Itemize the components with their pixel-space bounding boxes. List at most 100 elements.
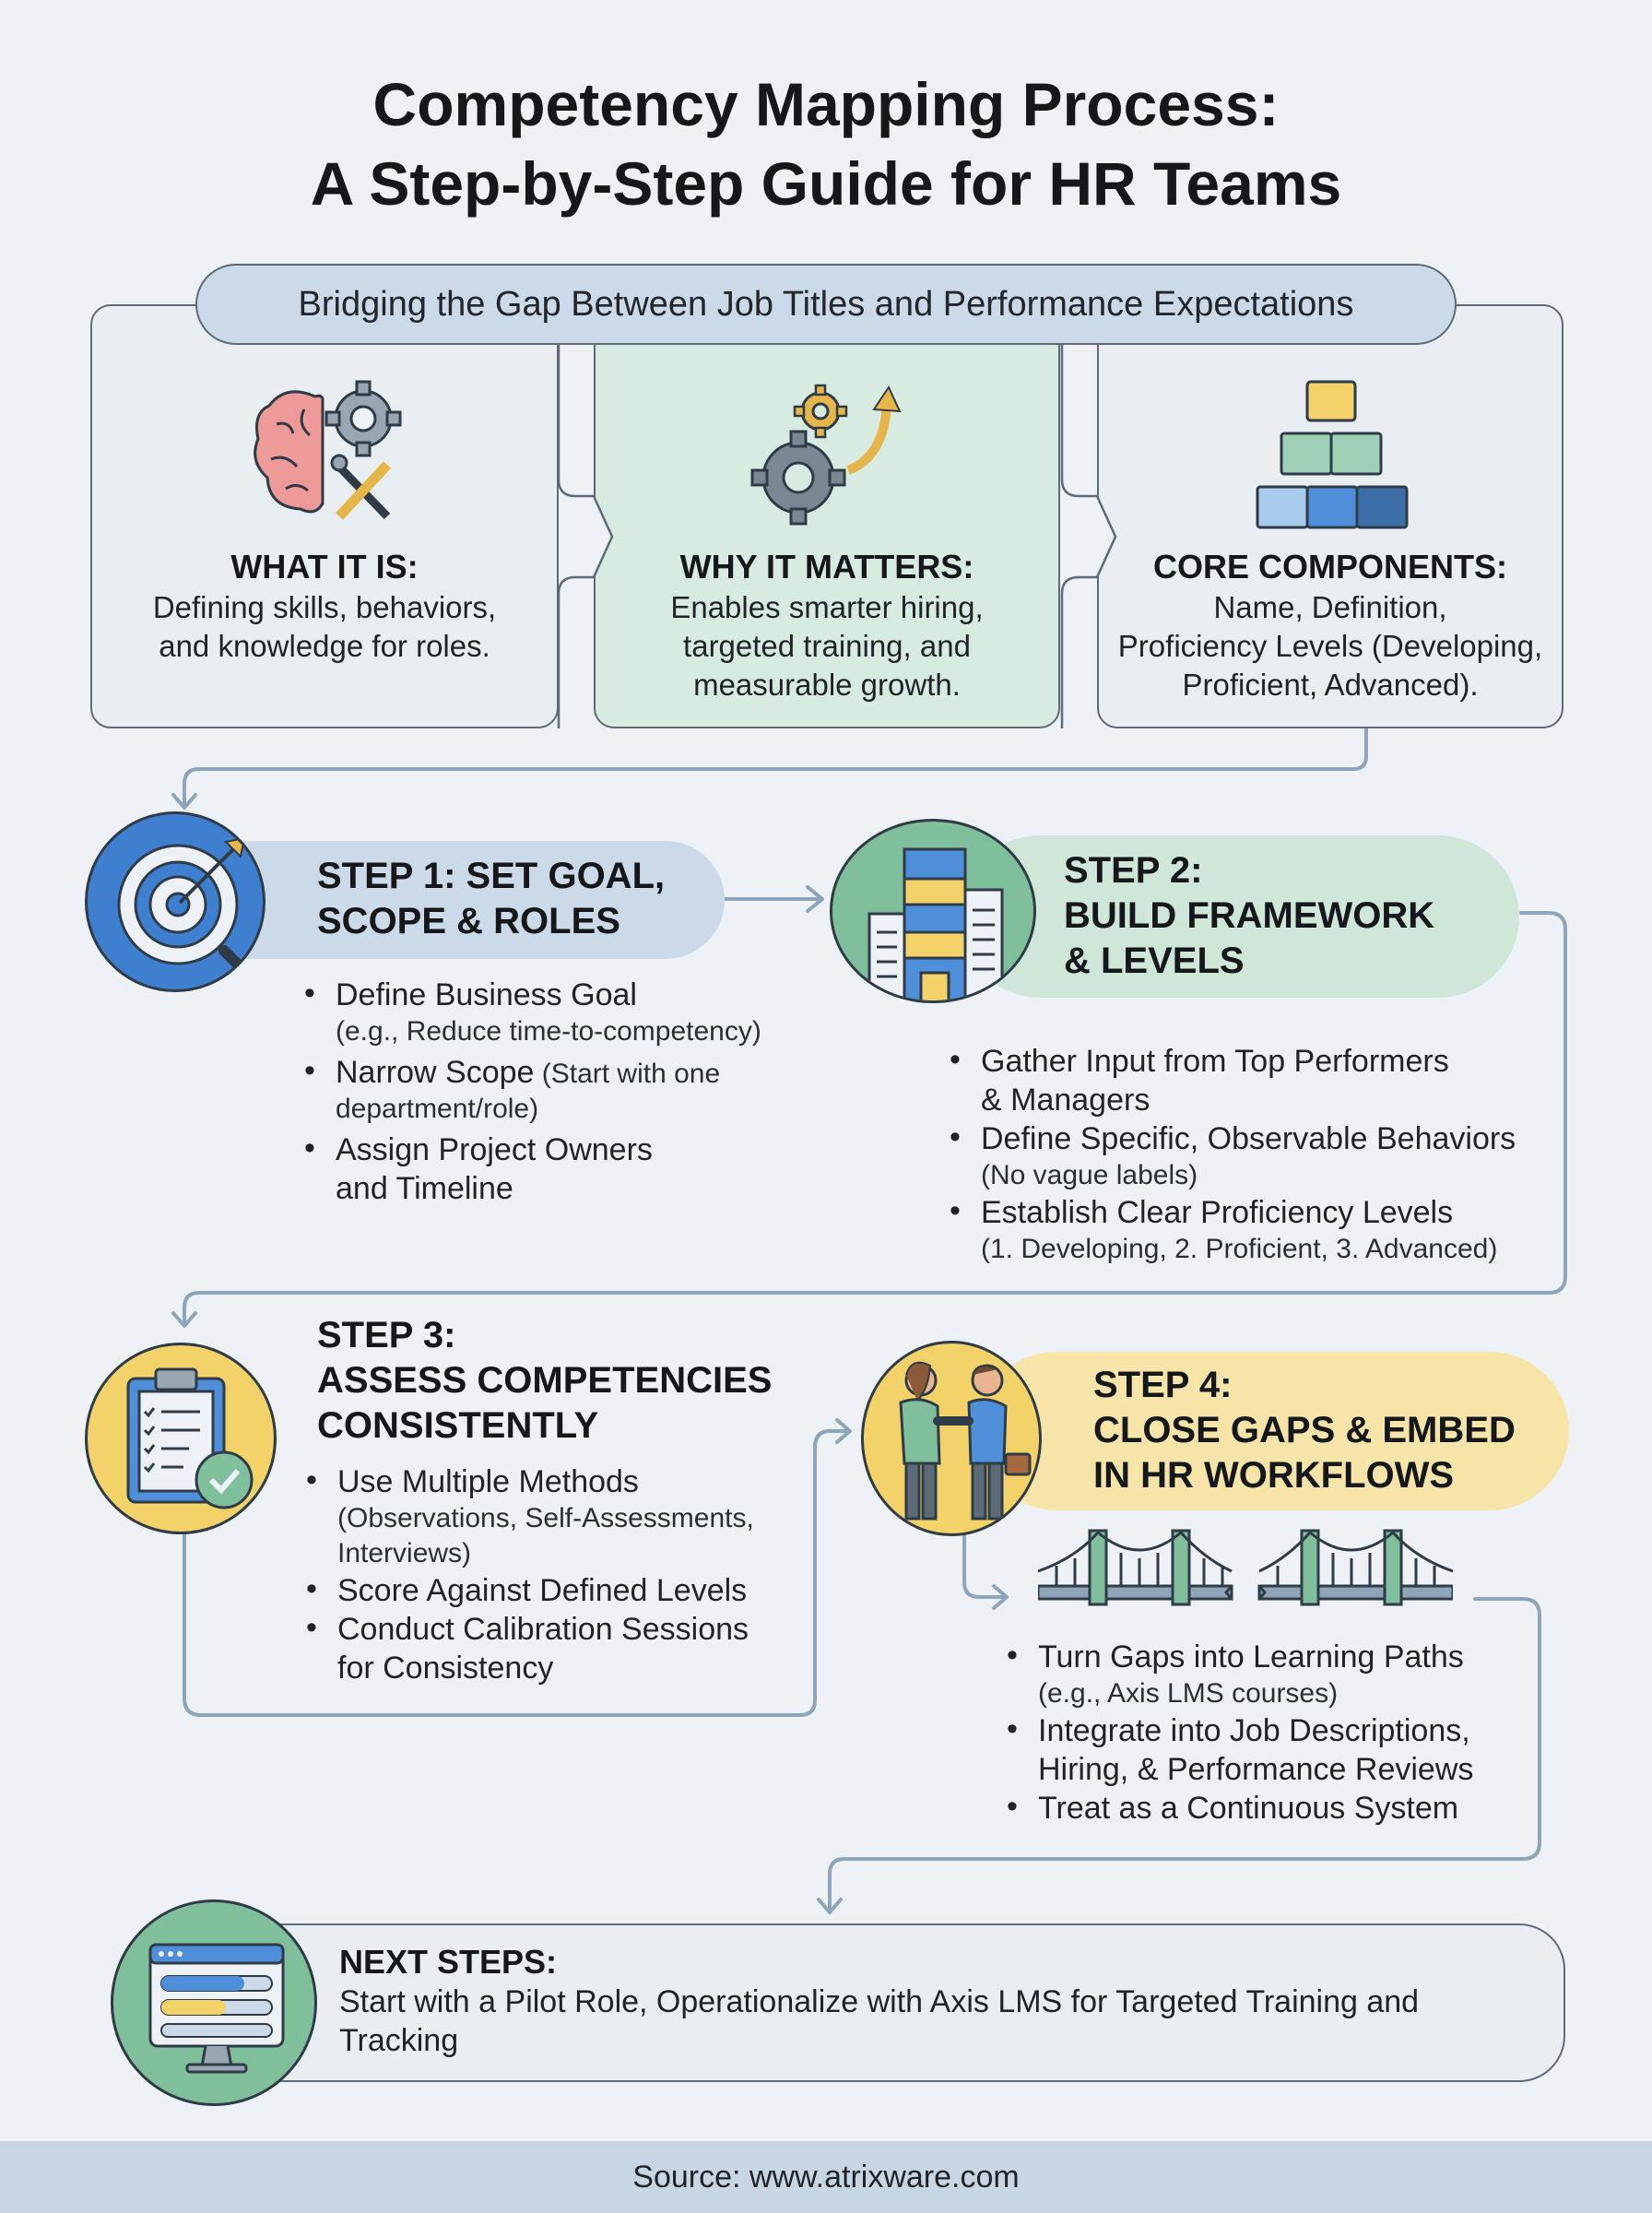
list-item: Conduct Calibration Sessions for Consist…: [306, 1610, 804, 1687]
step-4-title-line-1: STEP 4:: [1093, 1365, 1233, 1405]
step-4-title-line-3: IN HR WORKFLOWS: [1093, 1455, 1455, 1496]
overview-why-line-3: measurable growth.: [693, 668, 961, 702]
list-item: Integrate into Job Descriptions, Hiring,…: [1007, 1711, 1560, 1789]
step-4-title-line-2: CLOSE GAPS & EMBED: [1093, 1410, 1516, 1450]
next-steps-line-1: Start with a Pilot Role, Operationalize …: [339, 1984, 1420, 2019]
bullet-sub: (e.g., Axis LMS courses): [1038, 1678, 1339, 1709]
step-3-title-line-2: ASSESS COMPETENCIES: [317, 1360, 773, 1401]
bullet-main: Establish Clear Proficiency Levels: [981, 1195, 1454, 1230]
step-2-icon-circle: [830, 819, 1036, 1003]
bullet-sub: for Consistency: [337, 1651, 554, 1686]
subtitle-banner: Bridging the Gap Between Job Titles and …: [195, 264, 1457, 345]
step-2-banner: [959, 835, 1519, 998]
overview-card-why: [594, 304, 1060, 728]
step-4-bullets: Turn Gaps into Learning Paths (e.g., Axi…: [1007, 1638, 1560, 1828]
list-item: Define Business Goal (e.g., Reduce time-…: [304, 976, 820, 1049]
step-1-title-line-2: SCOPE & ROLES: [317, 901, 620, 941]
overview-core-line-3: Proficient, Advanced).: [1182, 668, 1479, 702]
target-magnifier-icon: [117, 836, 261, 988]
list-item: Narrow Scope (Start with one department/…: [304, 1053, 820, 1127]
overview-why-heading: WHY IT MATTERS:: [679, 548, 974, 586]
title-line-1: Competency Mapping Process:: [372, 70, 1280, 138]
overview-card-what: [90, 304, 559, 728]
bullet-main: Narrow Scope: [336, 1055, 535, 1090]
clipboard-check-icon: [126, 1367, 254, 1509]
overview-why-line-1: Enables smarter hiring,: [670, 590, 984, 624]
step-1-banner: [184, 841, 725, 959]
chevron-divider-2: [1060, 341, 1117, 728]
building-icon: [867, 847, 1004, 1000]
overview-core-line-2: Proficiency Levels (Developing,: [1117, 629, 1543, 663]
next-steps-icon-circle: [111, 1899, 317, 2106]
step-1-icon-circle: [85, 811, 266, 992]
bullet-sub: Hiring, & Performance Reviews: [1038, 1752, 1474, 1787]
step-1-title-line-1: STEP 1: SET GOAL,: [317, 856, 666, 896]
next-steps-heading: NEXT STEPS:: [339, 1943, 558, 1981]
bullet-sub: department/role): [336, 1094, 539, 1124]
list-item: Turn Gaps into Learning Paths (e.g., Axi…: [1007, 1638, 1560, 1711]
page-title: Competency Mapping Process: A Step-by-St…: [0, 65, 1652, 223]
step-3-title-line-3: CONSISTENTLY: [317, 1405, 599, 1446]
bullet-main-suffix: (Start with one: [534, 1059, 721, 1089]
bullet-sub: and Timeline: [336, 1171, 513, 1206]
bullet-main: Define Business Goal: [336, 977, 637, 1012]
source-footer: Source: www.atrixware.com: [0, 2141, 1652, 2213]
bullet-sub-2: Interviews): [337, 1538, 472, 1568]
list-item: Treat as a Continuous System: [1007, 1789, 1560, 1828]
bullet-main: Treat as a Continuous System: [1038, 1791, 1459, 1826]
step-2-title: STEP 2: BUILD FRAMEWORK & LEVELS: [1064, 848, 1434, 984]
chevron-divider-1: [557, 341, 614, 728]
list-item: Establish Clear Proficiency Levels (1. D…: [950, 1193, 1558, 1267]
handshake-icon: [899, 1361, 1032, 1521]
step-2-title-line-2: BUILD FRAMEWORK: [1064, 895, 1435, 936]
bullet-main: Gather Input from Top Performers: [981, 1044, 1449, 1079]
step-4-banner: [977, 1352, 1569, 1510]
step-2-title-line-3: & LEVELS: [1064, 941, 1245, 981]
monitor-dashboard-icon: [148, 1943, 285, 2074]
bullet-sub: (Observations, Self-Assessments,: [337, 1503, 754, 1533]
overview-what-line-1: Defining skills, behaviors,: [152, 590, 497, 624]
step-3-title: STEP 3: ASSESS COMPETENCIES CONSISTENTLY: [317, 1313, 772, 1449]
bullet-main: Turn Gaps into Learning Paths: [1038, 1639, 1464, 1675]
bullet-main: Conduct Calibration Sessions: [337, 1612, 749, 1647]
bullet-sub: (No vague labels): [981, 1160, 1198, 1190]
step-1-title: STEP 1: SET GOAL, SCOPE & ROLES: [317, 854, 665, 944]
bullet-sub: & Managers: [981, 1083, 1150, 1118]
step-1-bullets: Define Business Goal (e.g., Reduce time-…: [304, 976, 820, 1208]
step-3-icon-circle: [85, 1343, 277, 1534]
overview-core-heading: CORE COMPONENTS:: [1152, 548, 1507, 586]
overview-core-line-1: Name, Definition,: [1213, 590, 1447, 624]
bullet-main: Score Against Defined Levels: [337, 1573, 748, 1608]
overview-what-line-2: and knowledge for roles.: [159, 629, 490, 663]
list-item: Score Against Defined Levels: [306, 1571, 804, 1610]
title-line-2: A Step-by-Step Guide for HR Teams: [310, 149, 1342, 218]
bullet-main: Define Specific, Observable Behaviors: [981, 1121, 1516, 1156]
bridge-gap-icon: [1038, 1529, 1453, 1606]
gears-arrow-up-icon: [750, 384, 902, 526]
step-2-bullets: Gather Input from Top Performers & Manag…: [950, 1042, 1558, 1267]
brain-gear-tools-icon: [254, 380, 402, 520]
step-4-title: STEP 4: CLOSE GAPS & EMBED IN HR WORKFLO…: [1093, 1363, 1516, 1498]
step-2-title-line-1: STEP 2:: [1064, 850, 1203, 891]
step-3-bullets: Use Multiple Methods (Observations, Self…: [306, 1462, 804, 1687]
overview-why-line-2: targeted training, and: [683, 629, 971, 663]
next-steps-text: NEXT STEPS: Start with a Pilot Role, Ope…: [339, 1942, 1538, 2060]
list-item: Use Multiple Methods (Observations, Self…: [306, 1462, 804, 1571]
bullet-main: Assign Project Owners: [336, 1132, 653, 1167]
overview-what-heading: WHAT IT IS:: [230, 548, 419, 586]
overview-what-text: WHAT IT IS: Defining skills, behaviors, …: [90, 546, 559, 666]
block-pyramid-icon: [1256, 380, 1409, 529]
bullet-sub: (e.g., Reduce time-to-competency): [336, 1016, 761, 1047]
bullet-sub: (1. Developing, 2. Proficient, 3. Advanc…: [981, 1234, 1498, 1264]
list-item: Gather Input from Top Performers & Manag…: [950, 1042, 1558, 1119]
list-item: Define Specific, Observable Behaviors (N…: [950, 1119, 1558, 1193]
overview-core-text: CORE COMPONENTS: Name, Definition, Profi…: [1088, 546, 1573, 704]
overview-why-text: WHY IT MATTERS: Enables smarter hiring, …: [594, 546, 1060, 704]
bullet-main: Integrate into Job Descriptions,: [1038, 1713, 1470, 1748]
step-4-icon-circle: [861, 1341, 1042, 1536]
list-item: Assign Project Owners and Timeline: [304, 1130, 820, 1208]
next-steps-box: [138, 1923, 1565, 2082]
bullet-main: Use Multiple Methods: [337, 1464, 639, 1499]
next-steps-line-2: Tracking: [339, 2023, 459, 2058]
